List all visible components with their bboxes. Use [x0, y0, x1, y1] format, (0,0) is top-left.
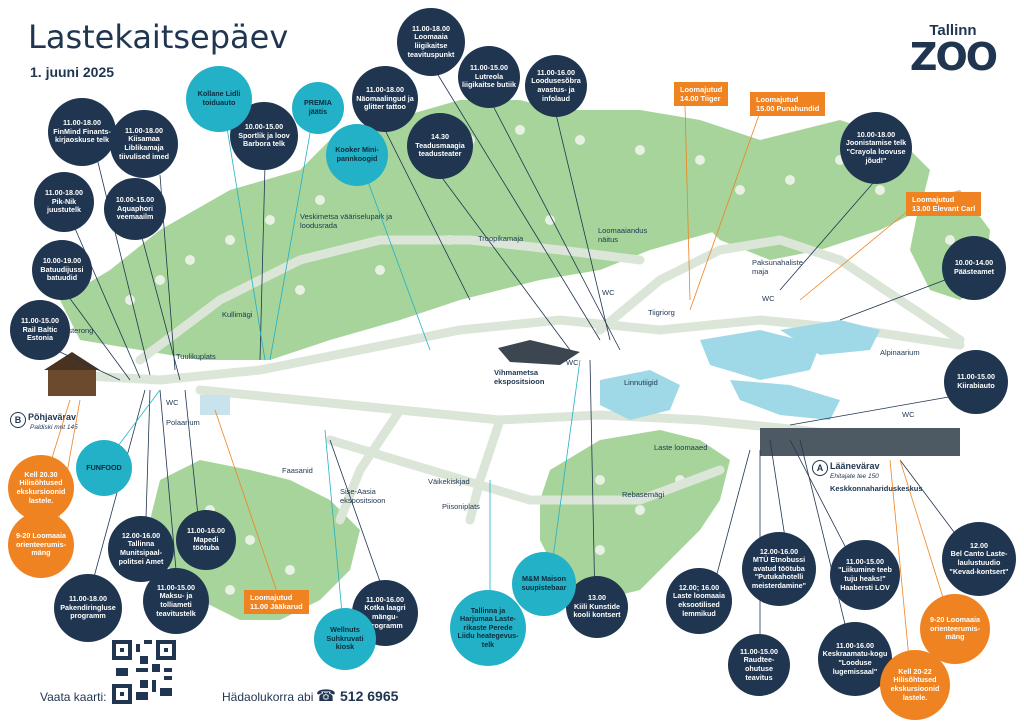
label-vaikekiskjad: Väikekiskjad	[428, 477, 470, 486]
emergency-phone[interactable]: 512 6965	[340, 688, 399, 704]
gate-west-address: Ehitajate tee 150	[830, 473, 879, 480]
gate-west-name: Läänevärav	[830, 461, 880, 471]
label-piisoniplats: Piisoniplats	[442, 502, 480, 511]
label-wc-1: WC	[166, 398, 179, 407]
label-tuulikuplats: Tuulikuplats	[176, 352, 216, 361]
label-wc-4: WC	[762, 294, 775, 303]
event-orienteerumismang-2[interactable]: 9-20 Loomaaia orienteerumis-mäng	[920, 594, 990, 664]
label-paksunahaliste: Paksunahaliste maja	[752, 258, 803, 276]
label-wc-2: WC	[602, 288, 615, 297]
logo-line1: Tallinn	[929, 22, 977, 39]
footer-map-label: Vaata kaarti:	[40, 690, 107, 704]
qr-code[interactable]	[112, 640, 176, 704]
page-title: Lastekaitsepäev	[28, 18, 289, 56]
gate-b-marker: B	[10, 412, 26, 428]
label-wc-5: WC	[902, 410, 915, 419]
label-vihmametsa: Vihmametsa ekspositsioon	[494, 368, 545, 386]
label-laste-loomaaed: Laste loomaaed	[654, 443, 708, 452]
label-loomaaiandus: Loomaaiandus näitus	[598, 226, 648, 244]
label-faasanid: Faasanid	[282, 466, 313, 475]
food-funfood[interactable]: FUNFOOD	[76, 440, 132, 496]
label-kullimagi: Kullimägi	[222, 310, 253, 319]
label-polaarium: Polaarium	[166, 418, 200, 427]
label-sise-aasia: Sise-Aasia ekspositsioon	[340, 487, 386, 505]
label-alpinaarium: Alpinaarium	[880, 348, 920, 357]
label-rebasemagi: Rebasemägi	[622, 490, 665, 499]
footer-emergency-label: Hädaolukorra abi	[222, 690, 314, 704]
label-keskkonnahariduskeskus: Keskkonnahariduskeskus	[830, 484, 923, 493]
label-tiigriorg: Tiigriorg	[648, 308, 675, 317]
logo-line2: ZOO	[909, 35, 998, 79]
label-veskimetsa: Veskimetsa vääriselupaik ja loodusrada	[300, 212, 393, 230]
ponds	[600, 320, 880, 420]
event-hilisohtused-ekskursioonid-1[interactable]: Kell 20.30 Hilisõhtused ekskursioonid la…	[8, 455, 74, 521]
food-kooker-pannkoogid[interactable]: Kooker Mini-pannkoogid	[326, 124, 388, 186]
label-linnutiigid: Linnutiigid	[624, 378, 658, 387]
food-premia-jaatis[interactable]: PREMIA jäätis	[292, 82, 344, 134]
gate-north-address: Paldiski mnt 145	[30, 424, 78, 431]
gate-north-name: Põhjavärav	[28, 412, 77, 422]
gate-a-marker: A	[812, 460, 828, 476]
food-lidl-toiduauto[interactable]: Kollane Lidli toiduauto	[186, 66, 252, 132]
charity-tent-lasterikkad-pered[interactable]: Tallinna ja Harjumaa Laste-rikaste Pered…	[450, 590, 526, 666]
tallinn-zoo-logo: Tallinn ZOO	[898, 22, 1008, 82]
label-troopikamaja: Troopikamaja	[478, 234, 524, 243]
event-hilisohtused-ekskursioonid-2[interactable]: Kell 20-22 Hilisõhtused ekskursioonid la…	[880, 650, 950, 720]
food-mm-maison[interactable]: M&M Maison suupistebaar	[512, 552, 576, 616]
event-haabersti-lov[interactable]: 11.00-15.00"Liikumine teeb tuju heaks!" …	[830, 540, 900, 610]
phone-icon: ☎	[316, 688, 336, 705]
event-date: 1. juuni 2025	[30, 64, 115, 80]
food-wellnuts-kiosk[interactable]: Wellnuts Suhkruvati kiosk	[314, 608, 376, 670]
event-orienteerumismang-1[interactable]: 9-20 Loomaaia orienteerumis-mäng	[8, 512, 74, 578]
label-wc-3: WC	[566, 358, 579, 367]
